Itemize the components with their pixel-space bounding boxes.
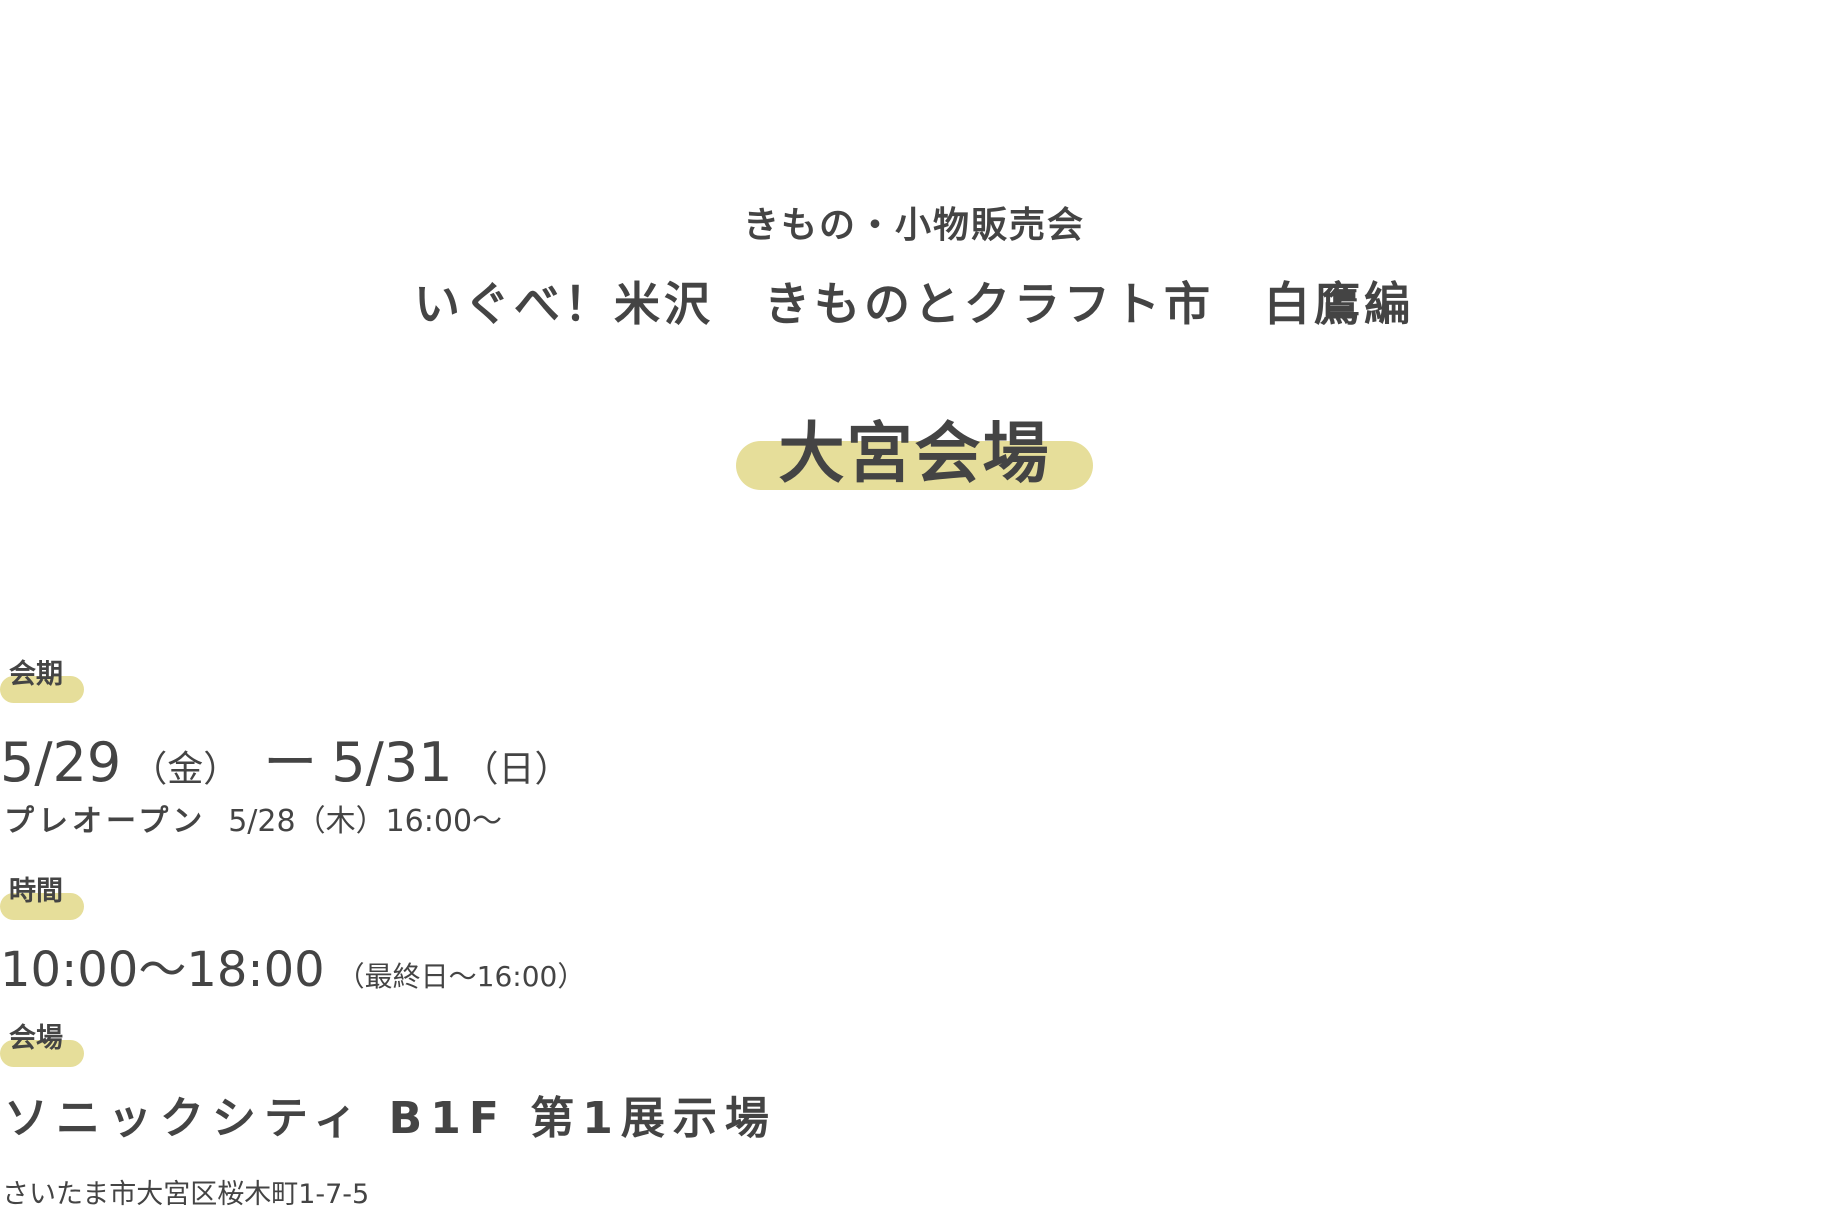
end-date: 5/31 — [331, 731, 453, 794]
event-hours: 10:00〜18:00 （最終日〜16:00） — [0, 930, 585, 1000]
hours-label: 時間 — [0, 865, 90, 929]
event-title: いぐべ！米沢 きものとクラフト市 白鷹編 — [414, 277, 1414, 331]
venue-address: さいたま市大宮区桜木町1-7-5 — [2, 1179, 370, 1210]
start-dow: （金） — [131, 749, 240, 790]
venue-heading: 大宮会場 — [736, 400, 1093, 492]
period-label: 会期 — [0, 648, 90, 712]
end-dow: （日） — [462, 749, 571, 790]
period-label-text: 会期 — [9, 659, 63, 690]
hours-value: 10:00〜18:00 — [0, 942, 325, 998]
start-date: 5/29 — [0, 731, 122, 794]
venue-label-text: 会場 — [9, 1023, 63, 1054]
event-subtitle: きもの・小物販売会 — [742, 205, 1085, 246]
hours-label-text: 時間 — [9, 876, 63, 907]
date-separator: ー — [263, 731, 318, 794]
preopen-value: 5/28（木）16:00〜 — [228, 804, 503, 839]
preopen-label: プレオープン — [4, 804, 207, 839]
venue-title: 大宮会場 — [778, 415, 1051, 492]
label-pill — [0, 1040, 84, 1067]
venue-name: ソニックシティ B1F 第1展示場 — [4, 1093, 777, 1144]
preopen-info: プレオープン 5/28（木）16:00〜 — [4, 796, 502, 840]
label-pill — [0, 676, 84, 703]
label-pill — [0, 893, 84, 920]
hours-note: （最終日〜16:00） — [336, 960, 586, 993]
highlight-pill — [736, 441, 1093, 490]
venue-label: 会場 — [0, 1012, 90, 1076]
